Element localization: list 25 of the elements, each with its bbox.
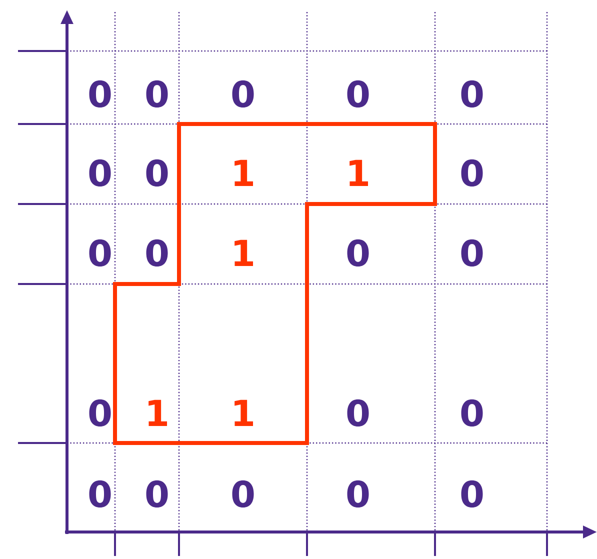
cell-value: 1 [234,400,254,426]
cell-value: 0 [89,80,111,108]
cell-value: 0 [461,480,483,508]
cell-value: 0 [89,159,111,187]
cell-value: 0 [232,80,254,108]
cell-value: 1 [234,160,254,186]
cell-value: 0 [146,239,168,267]
cell-value: 0 [347,480,369,508]
cell-value: 1 [350,160,368,186]
cell-value: 0 [89,480,111,508]
cell-value: 0 [461,239,483,267]
cell-value: 0 [461,80,483,108]
cell-value: 0 [146,80,168,108]
cell-value: 0 [461,399,483,427]
cell-value: 0 [146,159,168,187]
cell-value: 0 [146,480,168,508]
cell-value: 0 [347,399,369,427]
cell-value: 1 [148,400,168,426]
cell-value: 0 [89,239,111,267]
cell-value: 0 [89,399,111,427]
cell-value: 0 [347,239,369,267]
cell-value: 0 [461,159,483,187]
cell-value: 0 [232,480,254,508]
cell-value: 0 [347,80,369,108]
cell-value: 1 [234,240,254,266]
